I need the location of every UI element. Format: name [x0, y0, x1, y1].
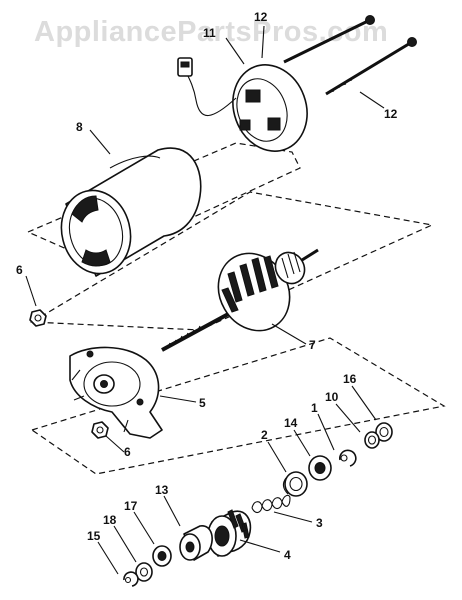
callout-10: 10: [325, 390, 339, 404]
part-18-washer: [135, 562, 153, 582]
callout-13: 13: [155, 483, 169, 497]
leader-11: [225, 37, 245, 65]
part-14-thrust-washer: [308, 455, 332, 481]
part-5-drive-end-bracket: [69, 346, 163, 439]
leader-12-top: [261, 25, 265, 59]
callout-3: 3: [316, 516, 323, 530]
callout-4: 4: [284, 548, 291, 562]
leader-3: [273, 511, 313, 523]
leader-lines: [25, 25, 385, 575]
part-10-washer: [364, 431, 380, 449]
part-3-anti-drift-spring: [251, 494, 291, 514]
leader-5: [159, 395, 197, 403]
callout-15: 15: [87, 529, 101, 543]
callout-1: 1: [311, 401, 318, 415]
part-12-through-bolt-lower: [325, 37, 417, 96]
guide-outline-upper: [26, 142, 301, 263]
leader-12-right: [359, 91, 385, 109]
callout-5: 5: [199, 396, 206, 410]
leader-16: [351, 385, 377, 421]
leader-7: [271, 323, 307, 345]
leader-18: [113, 525, 137, 563]
leader-6-bottom: [105, 435, 125, 453]
callout-18: 18: [103, 513, 117, 527]
part-1-retaining-ring: [339, 449, 357, 467]
callout-12-right: 12: [384, 107, 398, 121]
part-4-drive-pinion-gear: [207, 509, 252, 557]
callout-8: 8: [76, 120, 83, 134]
callout-14: 14: [284, 416, 298, 430]
part-6-nut-upper: [29, 309, 47, 327]
part-8-motor-housing: [60, 147, 202, 277]
callout-6-top: 6: [16, 263, 23, 277]
callout-17: 17: [124, 499, 138, 513]
part-12-through-bolt-upper: [283, 15, 375, 64]
leader-6-top: [25, 275, 37, 307]
part-15-retainer-clip: [123, 571, 139, 587]
watermark: AppliancePartsPros.com: [34, 16, 389, 48]
leader-17: [133, 511, 155, 545]
leader-4: [239, 539, 281, 553]
leader-2: [267, 441, 287, 473]
part-11-brush-end-cap: [177, 57, 308, 152]
part-6-nut-lower: [91, 421, 109, 439]
part-17-dust-cover-cup: [152, 545, 172, 567]
part-13-spacer: [179, 525, 213, 561]
leader-10: [335, 403, 361, 433]
callout-6-bottom: 6: [124, 445, 131, 459]
leader-1: [317, 413, 335, 451]
guide-outline-lower: [30, 337, 446, 475]
part-7-armature: [161, 248, 319, 352]
part-16-washer: [375, 422, 393, 442]
callout-11: 11: [203, 26, 216, 40]
leader-13: [163, 495, 181, 527]
callout-2: 2: [261, 428, 268, 442]
callout-16: 16: [343, 372, 357, 386]
part-2-stop-collar: [282, 471, 308, 497]
callout-7: 7: [309, 338, 316, 352]
leader-14: [293, 429, 311, 457]
leader-15: [97, 541, 119, 575]
leader-8: [89, 129, 111, 155]
callout-12-top: 12: [254, 10, 268, 24]
